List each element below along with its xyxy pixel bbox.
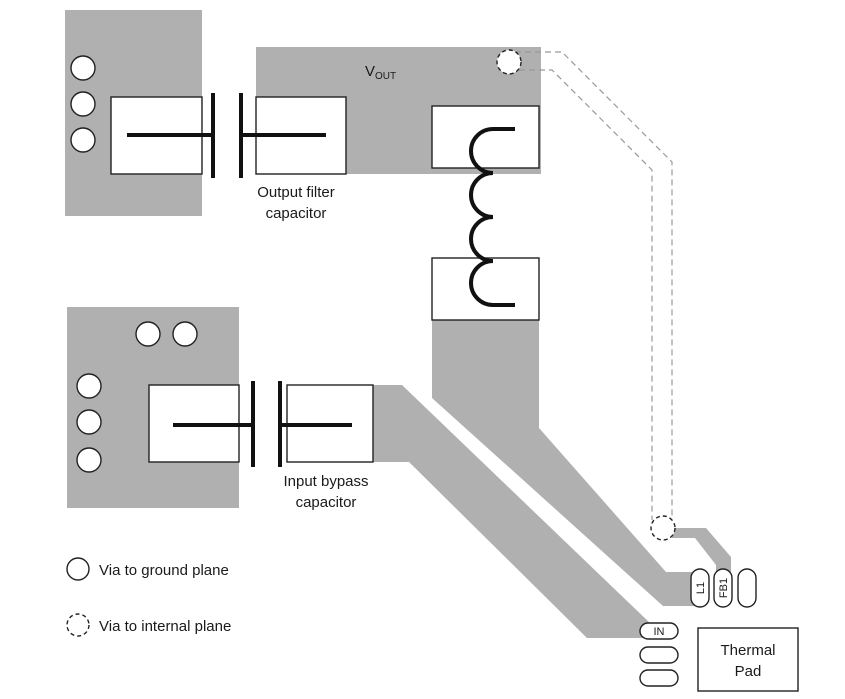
vout-label: VOUT (365, 63, 396, 82)
inductor-pad-top (431, 105, 540, 169)
vout-label-subscript: OUT (375, 71, 396, 82)
output-cap-label-line1: Output filter (257, 184, 335, 201)
ground-via (70, 91, 96, 117)
inductor (431, 105, 540, 321)
input-cap-label-line1: Input bypass (283, 473, 368, 490)
thermal-pad-label-line1: Thermal (720, 642, 775, 659)
internal-via-vout (496, 49, 522, 75)
pin-unlabeled-vertical (737, 568, 757, 608)
ground-via (172, 321, 198, 347)
pin-l1-label: L1 (695, 582, 707, 594)
input-trace (373, 385, 651, 638)
inductor-pad-bottom (431, 257, 540, 321)
output-filter-capacitor (110, 93, 347, 178)
thermal-pad-label-line2: Pad (735, 663, 762, 680)
legend-ground-via-label: Via to ground plane (99, 562, 229, 579)
pin-l1 (690, 568, 710, 608)
inductor-coil (469, 127, 515, 307)
legend: Via to ground plane Via to internal plan… (66, 557, 231, 637)
switch-node-trace (432, 320, 697, 606)
pin-unlabeled-h2 (639, 669, 679, 687)
pin-fb1 (713, 568, 733, 608)
ground-via (76, 447, 102, 473)
feedback-trace (672, 528, 731, 572)
output-ground-vias (70, 55, 96, 153)
pin-fb1-label: FB1 (718, 578, 730, 598)
ground-via (70, 127, 96, 153)
ground-via (76, 373, 102, 399)
pin-in-label: IN (654, 626, 665, 638)
input-ground-vias (76, 321, 198, 473)
pin-in (639, 622, 679, 640)
thermal-pad: Thermal Pad (697, 627, 799, 692)
legend-ground-via-icon (66, 557, 90, 581)
ground-via (70, 55, 96, 81)
output-cap-label-line2: capacitor (266, 205, 327, 222)
legend-internal-via-label: Via to internal plane (99, 618, 231, 635)
ic-pins: L1 FB1 IN (639, 568, 757, 687)
thermal-pad-box (697, 627, 799, 692)
input-cap-label-line2: capacitor (296, 494, 357, 511)
input-bypass-capacitor (148, 381, 374, 467)
legend-internal-via-icon (66, 613, 90, 637)
internal-vias (496, 49, 676, 541)
ground-via (135, 321, 161, 347)
pin-unlabeled-h1 (639, 646, 679, 664)
internal-plane-trace (505, 51, 673, 520)
internal-via-feedback (650, 515, 676, 541)
ground-via (76, 409, 102, 435)
vout-label-main: V (365, 63, 375, 80)
